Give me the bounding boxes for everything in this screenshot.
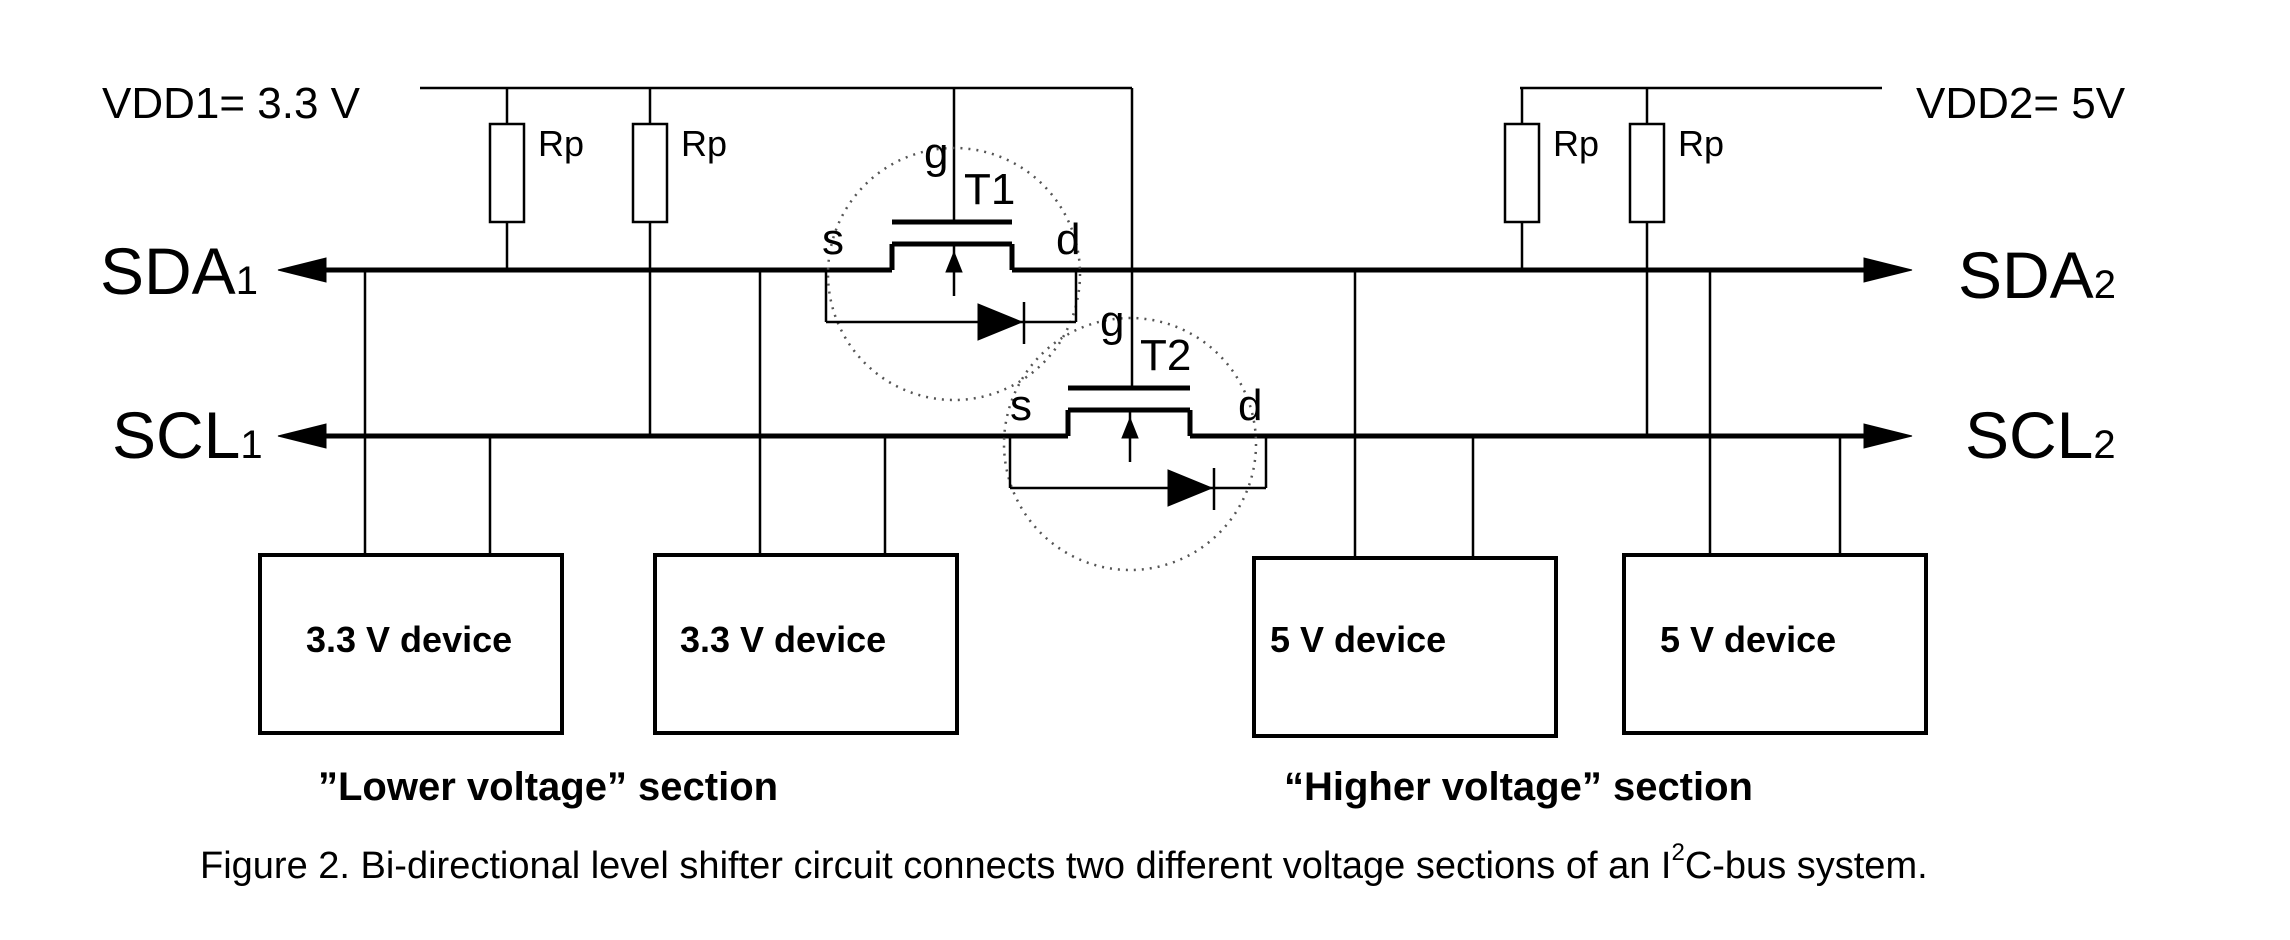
pullup-resistor-4 xyxy=(1628,88,1666,436)
scl2-label: SCL2 xyxy=(1965,398,2116,472)
device-higher-1 xyxy=(1252,270,1558,738)
device-lower-2 xyxy=(653,270,959,735)
device-label-2: 3.3 V device xyxy=(680,619,886,660)
vdd2-label: VDD2= 5V xyxy=(1916,79,2126,128)
device-label-4: 5 V device xyxy=(1660,619,1836,660)
t2-name-label: T2 xyxy=(1140,331,1191,380)
pullup-resistor-2 xyxy=(631,88,669,436)
scl1-bus xyxy=(277,423,1068,449)
t2-source-label: s xyxy=(1010,381,1032,430)
resistor-label-1: Rp xyxy=(538,123,584,164)
pullup-resistor-3 xyxy=(1503,88,1541,270)
resistor-label-3: Rp xyxy=(1553,123,1599,164)
resistor-label-2: Rp xyxy=(681,123,727,164)
t1-source-label: s xyxy=(822,215,844,264)
vdd1-label: VDD1= 3.3 V xyxy=(102,79,361,128)
vdd1-rail xyxy=(420,86,1134,345)
t1-name-label: T1 xyxy=(964,165,1015,214)
pullup-resistor-1 xyxy=(488,88,526,270)
figure-caption: Figure 2. Bi-directional level shifter c… xyxy=(200,839,1928,887)
device-lower-1 xyxy=(258,270,564,735)
sda2-label: SDA2 xyxy=(1958,238,2116,312)
t1-drain-label: d xyxy=(1056,215,1080,264)
lower-section-label: ”Lower voltage” section xyxy=(318,765,778,809)
transistor-t2 xyxy=(1002,316,1268,572)
device-label-1: 3.3 V device xyxy=(306,619,512,660)
device-higher-2 xyxy=(1622,270,1928,735)
sda2-bus xyxy=(1012,257,1913,283)
transistor-t1 xyxy=(824,146,1082,402)
scl2-bus xyxy=(1190,423,1913,449)
resistor-label-4: Rp xyxy=(1678,123,1724,164)
t1-gate-label: g xyxy=(924,129,948,178)
sda1-bus xyxy=(277,257,892,283)
device-label-3: 5 V device xyxy=(1270,619,1446,660)
scl1-label: SCL1 xyxy=(112,398,263,472)
t2-gate-label: g xyxy=(1100,297,1124,346)
t2-drain-label: d xyxy=(1238,381,1262,430)
higher-section-label: “Higher voltage” section xyxy=(1284,765,1753,809)
sda1-label: SDA1 xyxy=(100,234,258,308)
